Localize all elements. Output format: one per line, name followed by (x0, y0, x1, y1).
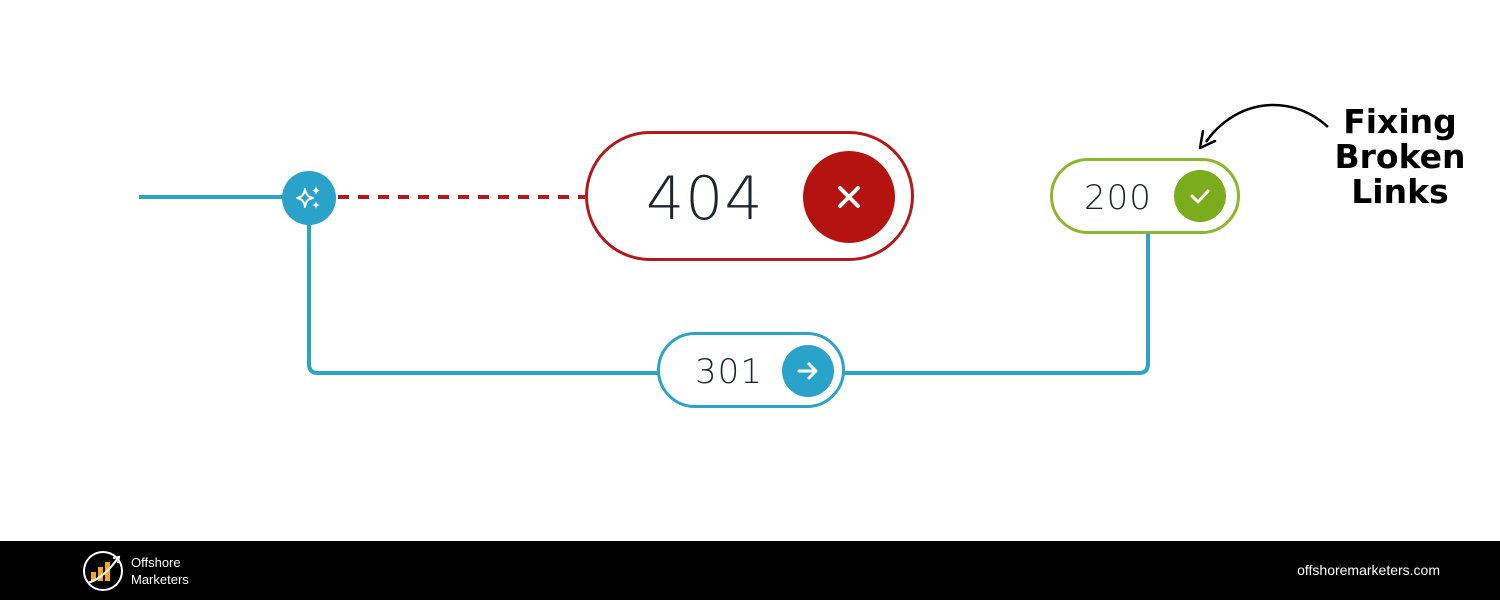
resolved-line (844, 233, 1150, 375)
status-200-pill: 200 (1050, 158, 1240, 234)
callout-arrowhead (1198, 129, 1217, 150)
status-code-301: 301 (695, 352, 763, 392)
check-icon (1190, 189, 1210, 204)
arrow-right-icon (797, 362, 818, 380)
brand-name: Offshore Marketers (131, 554, 189, 588)
status-301-pill: 301 (657, 332, 845, 408)
success-badge (1174, 170, 1226, 222)
callout-line-3: Links (1351, 172, 1449, 211)
brand-line-2: Marketers (131, 572, 189, 587)
error-badge (803, 151, 895, 243)
footer-bar: Offshore Marketers offshoremarketers.com (0, 541, 1500, 600)
connector-lines (139, 103, 1329, 375)
callout-line-1: Fixing (1343, 102, 1457, 141)
redirect-line (307, 224, 658, 375)
status-404-pill: 404 (585, 131, 914, 261)
status-code-404: 404 (646, 164, 764, 234)
brand-logo-icon (83, 551, 123, 591)
redirect-badge (782, 345, 834, 397)
close-icon (838, 186, 860, 208)
status-code-200: 200 (1084, 178, 1152, 218)
link-status-diagram: 404 200 301 Fixing Broken Links (139, 103, 1470, 408)
source-node (282, 171, 336, 225)
callout-line-2: Broken (1334, 137, 1466, 176)
brand-line-1: Offshore (131, 555, 181, 570)
callout-arrow (1204, 103, 1329, 143)
website-link[interactable]: offshoremarketers.com (1297, 562, 1440, 578)
sparkle-icon (296, 186, 320, 209)
callout-title: Fixing Broken Links (1330, 104, 1470, 209)
